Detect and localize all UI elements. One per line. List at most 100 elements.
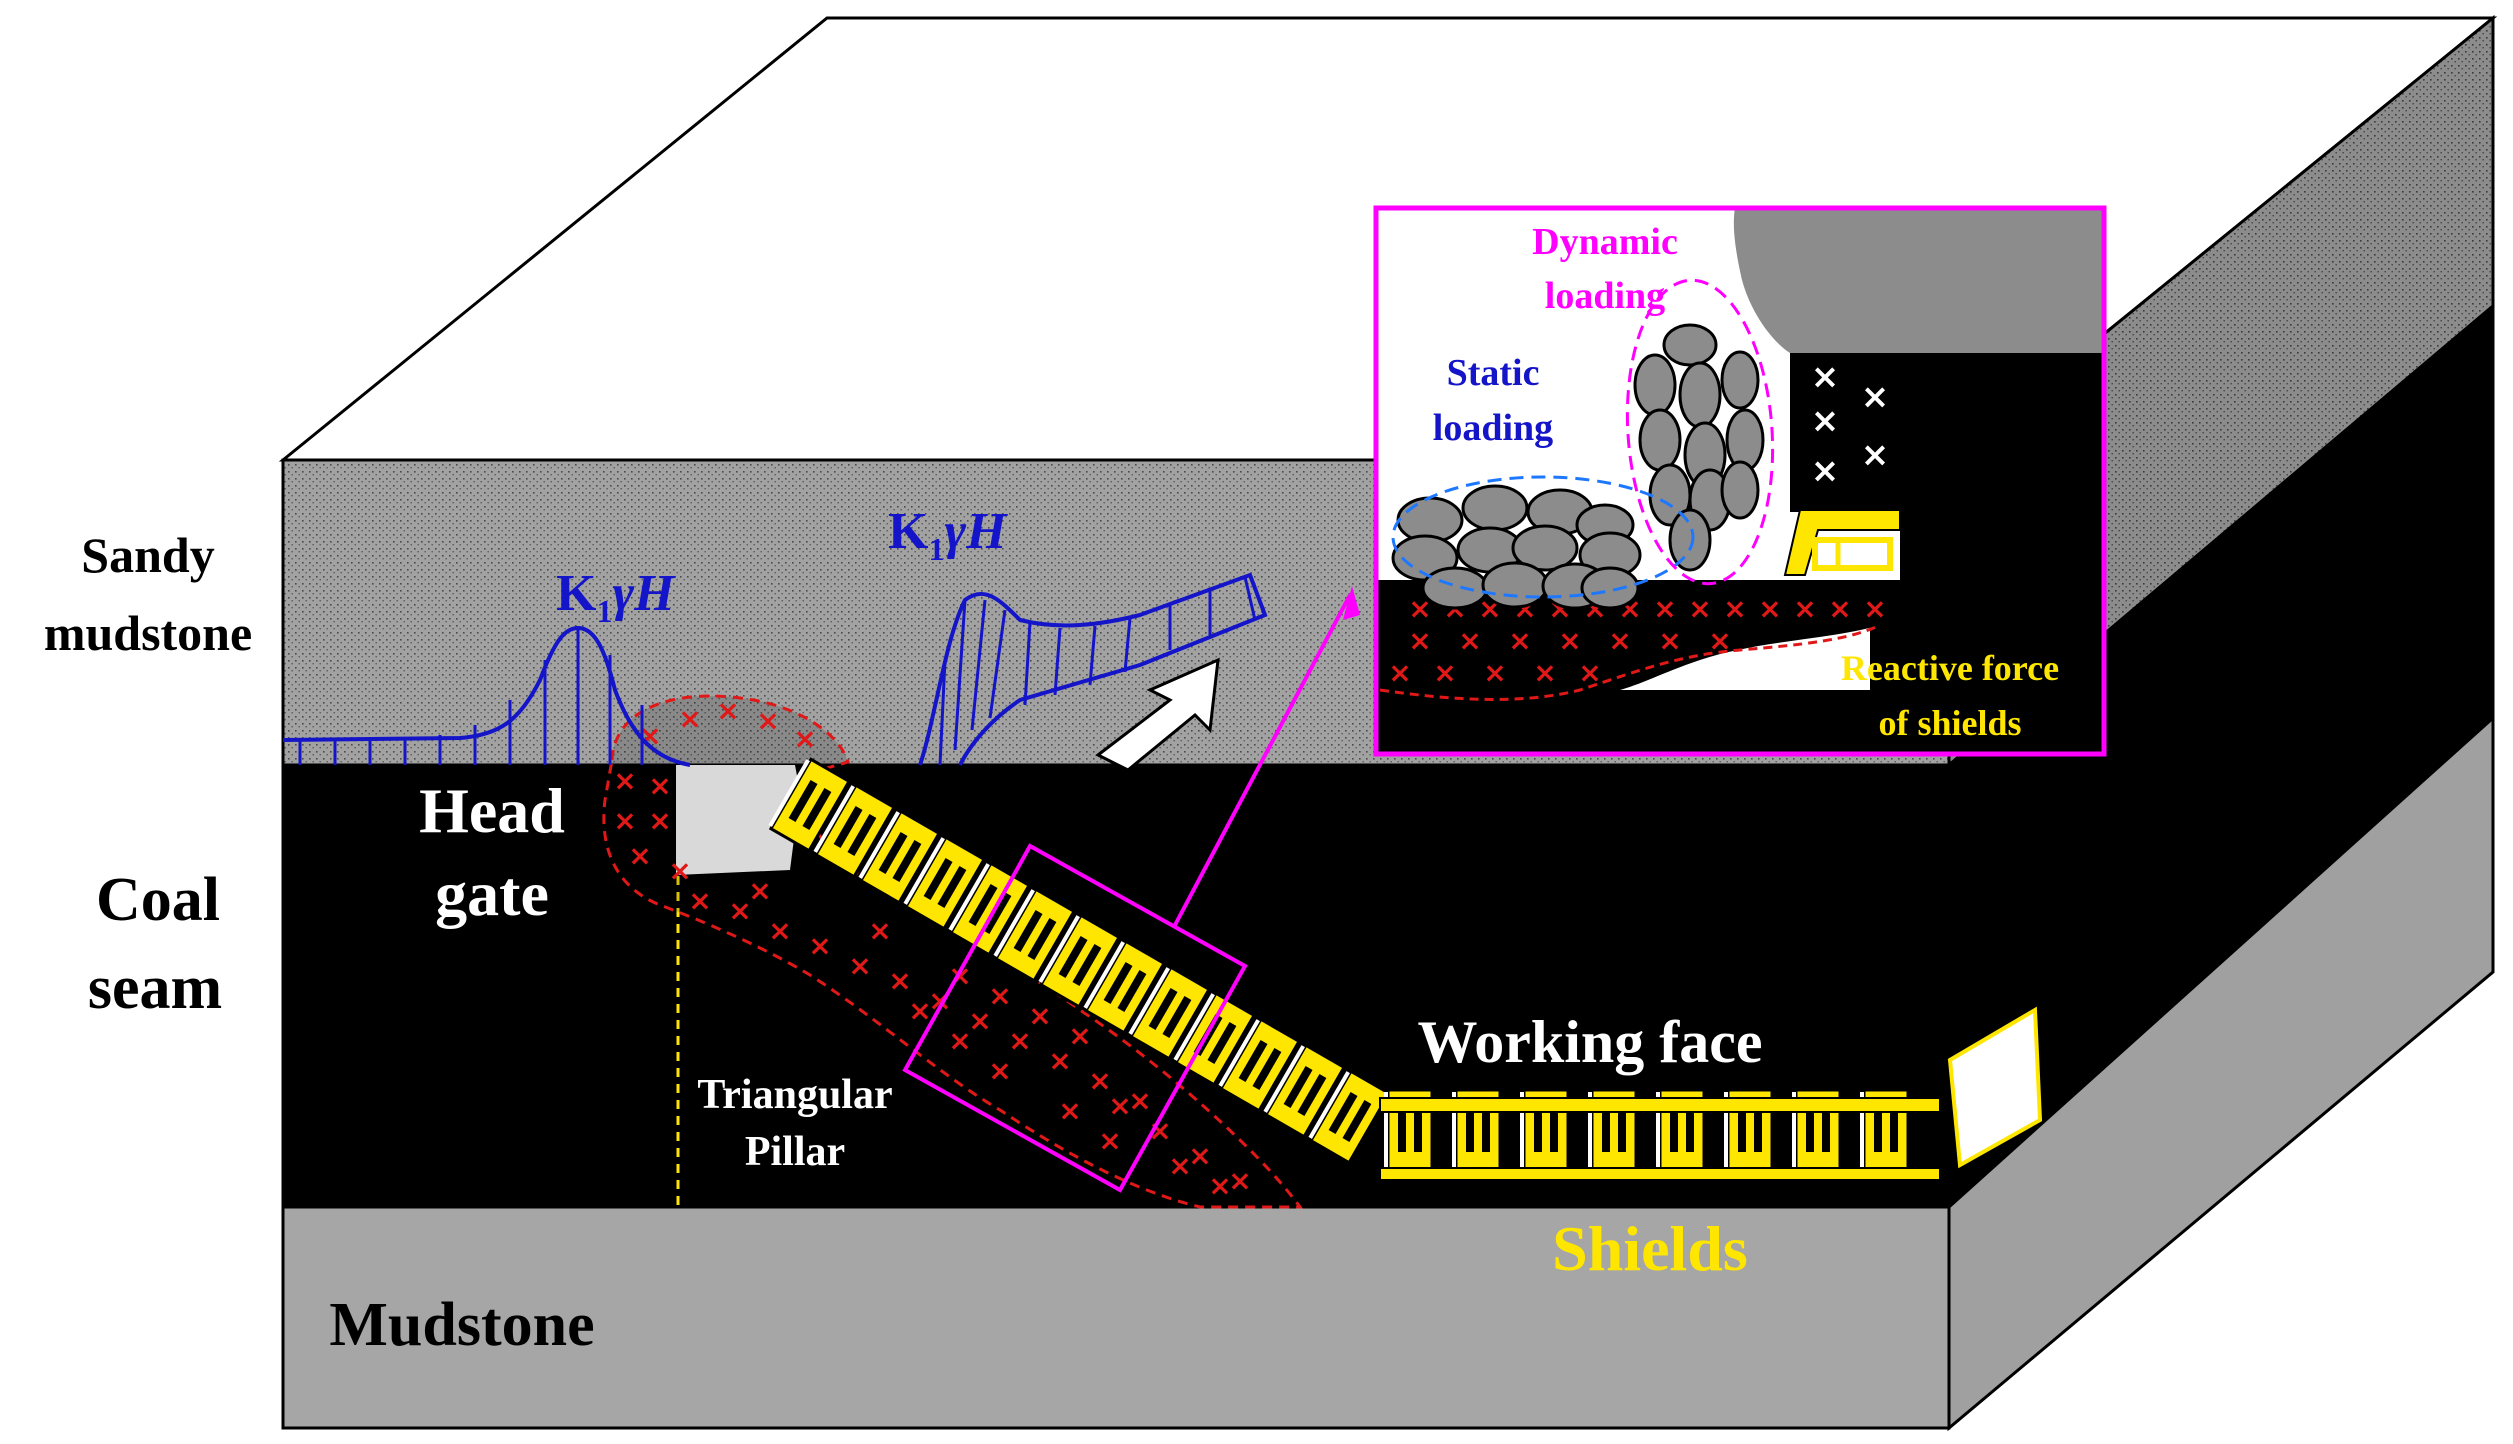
damage-cross-icon: × (988, 1054, 1011, 1087)
damage-cross-icon: × (768, 914, 791, 947)
damage-cross-icon: × (1188, 1139, 1211, 1172)
pillar-label-line1: Triangular (697, 1072, 892, 1118)
damage-cross-icon: × (728, 894, 751, 927)
damage-cross-icon: × (1688, 592, 1711, 625)
damage-cross-icon: × (1008, 1024, 1031, 1057)
damage-cross-icon: × (1811, 451, 1840, 491)
damage-cross-icon: × (613, 764, 636, 797)
stress-tick (970, 599, 987, 731)
damage-cross-icon: × (1433, 656, 1456, 689)
shield-row (768, 757, 1941, 1181)
shield-icon (1038, 913, 1122, 1009)
inset-roof-rock (1733, 208, 2104, 353)
damage-cross-icon: × (868, 914, 891, 947)
front-mudstone-layer (281, 1205, 1951, 1430)
stress-label-right: K1γH (888, 503, 1008, 567)
inset-floor (1376, 580, 1904, 696)
damage-cross-icon: × (793, 722, 816, 755)
damage-crosses: ×××××××××××××××××××××××××××××××××××××××× (613, 694, 1251, 1202)
damage-cross-icon: × (968, 1004, 991, 1037)
damage-cross-icon: × (1811, 401, 1840, 441)
zoom-box (902, 843, 1248, 1193)
damage-cross-icon: × (1148, 1114, 1171, 1147)
damage-cross-icon: × (1098, 1124, 1121, 1157)
base-beam (1379, 1167, 1941, 1181)
rock-block-icon (1725, 408, 1765, 472)
tail-gate-end (1947, 1006, 2043, 1169)
damage-cross-icon: × (1388, 656, 1411, 689)
damage-cross-icon: × (1811, 357, 1840, 397)
damage-cross-icon: × (1208, 1169, 1231, 1202)
shield-icon (1218, 1017, 1302, 1113)
damage-cross-icon: × (1408, 592, 1431, 625)
rock-block-icon (1421, 566, 1489, 610)
reactive-force-line1: Reactive force (1841, 648, 2059, 688)
damage-cross-icon: × (948, 1024, 971, 1057)
stress-curve-right (918, 572, 1268, 766)
shield-icon (993, 887, 1077, 983)
head-gate-label-line2: gate (435, 858, 549, 929)
damage-cross-icon: × (808, 929, 831, 962)
head-gate-label-line1: Head (419, 775, 565, 846)
head-gate-opening (676, 765, 800, 875)
arrow-icon (1095, 657, 1220, 772)
damage-cross-icon: × (1168, 1149, 1191, 1182)
shield-icon (813, 783, 897, 879)
damage-cross-icon: × (668, 854, 691, 887)
damage-cross-icon: × (748, 874, 771, 907)
shield-icon (858, 809, 942, 905)
damage-cross-icon: × (1058, 1094, 1081, 1127)
rock-block-icon (1662, 323, 1718, 367)
dynamic-loading-line2: loading (1545, 275, 1665, 317)
reactive-force-line2: of shields (1878, 703, 2021, 743)
damage-cross-icon: × (1128, 1084, 1151, 1117)
static-loading-line1: Static (1447, 352, 1540, 394)
damage-cross-icon: × (1578, 656, 1601, 689)
damage-cross-icon: × (1483, 656, 1506, 689)
rock-block-icon (1481, 561, 1549, 609)
rock-block-icon (1461, 484, 1529, 532)
damage-cross-icon: × (1723, 592, 1746, 625)
inset-coal-right (1790, 353, 2104, 754)
stress-curve-left (282, 625, 691, 767)
coal-crack-crosses: ××××× (1811, 357, 1890, 491)
rock-block-icon (1633, 353, 1677, 417)
stress-tick (938, 659, 947, 766)
inset-floor-bottom (1376, 690, 2104, 754)
damage-cross-icon: × (1861, 377, 1890, 417)
mudstone-label: Mudstone (329, 1291, 594, 1359)
damage-cross-icon: × (908, 994, 931, 1027)
damage-cross-icon: × (1508, 624, 1531, 657)
sandy-label-line2: mudstone (44, 605, 252, 661)
stress-tick (1243, 576, 1257, 621)
damage-cross-icon: × (1708, 624, 1731, 657)
rock-block-icon (1511, 524, 1579, 572)
stress-tick (953, 599, 967, 751)
zoom-connector (1173, 594, 1352, 926)
damage-cross-icon: × (1653, 592, 1676, 625)
zoom-arrowhead (1343, 586, 1360, 620)
dynamic-loading-ellipse (1625, 278, 1775, 586)
inset-damage-outline (1379, 623, 1881, 701)
sandy-label-line1: Sandy (81, 527, 214, 583)
static-loading-ellipse (1391, 475, 1695, 599)
dynamic-loading-line1: Dynamic (1532, 221, 1678, 263)
damage-cross-icon: × (1028, 999, 1051, 1032)
damage-cross-icon: × (1458, 624, 1481, 657)
stress-label-left: K1γH (556, 565, 676, 629)
stress-tick (988, 609, 1007, 719)
working-face-label: Working face (1418, 1009, 1763, 1075)
shield-icon (1308, 1069, 1392, 1165)
damage-cross-icon: × (1828, 592, 1851, 625)
damage-cross-icon: × (1108, 1089, 1131, 1122)
stress-tick (1053, 627, 1062, 696)
shield-icon (903, 835, 987, 931)
stress-tick (1088, 625, 1097, 686)
damage-cross-icon: × (1861, 435, 1890, 475)
inset-border (1373, 205, 2107, 757)
shield-icon (1263, 1043, 1347, 1139)
damage-cross-icon: × (756, 704, 779, 737)
damage-cross-icon: × (1608, 624, 1631, 657)
shield-icon (1783, 509, 1901, 576)
